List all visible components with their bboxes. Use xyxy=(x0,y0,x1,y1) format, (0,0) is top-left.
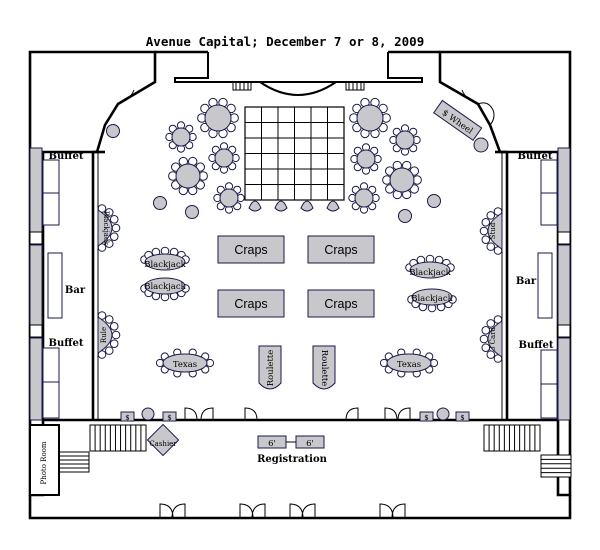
buffet-label-top-left: Buffet xyxy=(49,151,84,162)
entry-doors xyxy=(159,503,406,519)
dollar-boxes: $ $ $ $ xyxy=(120,407,470,422)
registration-label: Registration xyxy=(257,454,328,465)
blackjack-table xyxy=(140,277,190,302)
buffet-label-bottom-right: Buffet xyxy=(519,340,554,351)
bar-label-right: Bar xyxy=(516,276,537,287)
dollar-sign: $ xyxy=(460,414,464,422)
round-table xyxy=(389,124,421,156)
photo-room-label: Photo Room xyxy=(40,441,48,484)
ballroom-walls xyxy=(43,150,558,422)
roulette-table xyxy=(258,345,282,390)
three-card-label: 3 Card xyxy=(489,326,497,351)
craps-table xyxy=(307,235,375,264)
stairs xyxy=(94,425,142,451)
bottom-doors xyxy=(184,407,411,421)
craps-label: Craps xyxy=(234,243,267,257)
round-table xyxy=(382,160,422,200)
dollar-sign: $ xyxy=(125,414,129,422)
craps-label: Craps xyxy=(234,297,267,311)
blackjack-table xyxy=(407,288,457,313)
lobby: Cashier 6' 6' Registration Photo Room xyxy=(29,423,572,519)
round-table xyxy=(350,143,382,175)
dollar-sign: $ xyxy=(167,414,171,422)
round-table xyxy=(165,121,197,153)
stairs xyxy=(488,425,536,451)
stool xyxy=(274,200,288,212)
texas-tables: Texas Texas xyxy=(155,348,439,378)
side-game-table xyxy=(479,315,503,363)
cashier-booth xyxy=(146,423,180,457)
texas-label: Texas xyxy=(173,360,197,370)
blackjack-side-label: Blackjack xyxy=(102,211,110,246)
rule-label: Rule xyxy=(100,327,108,343)
side-game-table xyxy=(97,204,121,252)
texas-table xyxy=(379,348,439,378)
registration-table-size: 6' xyxy=(268,439,276,449)
blackjack-tables: Blackjack Blackjack Blackjack Blackjack xyxy=(140,246,457,313)
stool xyxy=(153,196,167,210)
craps-table xyxy=(217,289,285,318)
side-game-table xyxy=(97,311,121,359)
craps-table xyxy=(307,289,375,318)
wheel-table xyxy=(433,99,483,142)
stools xyxy=(106,124,441,223)
plan-title: Avenue Capital; December 7 or 8, 2009 xyxy=(146,34,424,49)
side-game-tables: Blackjack Rule Stud 3 Card xyxy=(97,204,503,363)
stool xyxy=(248,200,262,212)
roulette-table xyxy=(312,345,336,390)
right-side-service xyxy=(537,147,571,421)
stool xyxy=(427,194,441,208)
craps-table xyxy=(217,235,285,264)
side-game-table xyxy=(479,207,503,255)
cashier-label: Cashier xyxy=(149,440,177,448)
stool xyxy=(398,209,412,223)
stool xyxy=(300,200,314,212)
round-table xyxy=(197,97,239,139)
round-tables xyxy=(165,97,422,214)
roulette-label: Roulette xyxy=(266,350,276,387)
stairs xyxy=(59,455,571,474)
craps-tables: Craps Craps Craps Craps xyxy=(217,235,375,318)
round-table xyxy=(348,182,380,214)
stool xyxy=(106,124,120,138)
blackjack-label: Blackjack xyxy=(411,294,453,304)
buffet-label-top-right: Buffet xyxy=(518,151,553,162)
roulette-tables: Roulette Roulette xyxy=(258,345,336,390)
craps-label: Craps xyxy=(324,243,357,257)
blackjack-table xyxy=(140,246,190,271)
money-wheel: $ Wheel xyxy=(433,99,495,153)
craps-label: Craps xyxy=(324,297,357,311)
blackjack-label: Blackjack xyxy=(144,260,186,270)
stud-label: Stud xyxy=(489,222,497,239)
round-table xyxy=(168,156,208,196)
bar-label-left: Bar xyxy=(65,285,86,296)
round-table xyxy=(349,97,391,139)
dance-floor-grid xyxy=(244,106,345,201)
blackjack-label: Blackjack xyxy=(144,282,186,292)
buffet-label-bottom-left: Buffet xyxy=(49,338,84,349)
dollar-sign: $ xyxy=(424,414,428,422)
round-table xyxy=(208,142,240,174)
round-table xyxy=(213,182,245,214)
blackjack-table xyxy=(405,254,455,279)
roulette-label: Roulette xyxy=(319,350,329,387)
texas-label: Texas xyxy=(397,360,421,370)
texas-table xyxy=(155,348,215,378)
stool xyxy=(326,200,340,212)
left-side-service xyxy=(29,147,63,421)
registration-table-size: 6' xyxy=(306,439,314,449)
blackjack-label: Blackjack xyxy=(409,268,451,278)
stool xyxy=(185,205,199,219)
